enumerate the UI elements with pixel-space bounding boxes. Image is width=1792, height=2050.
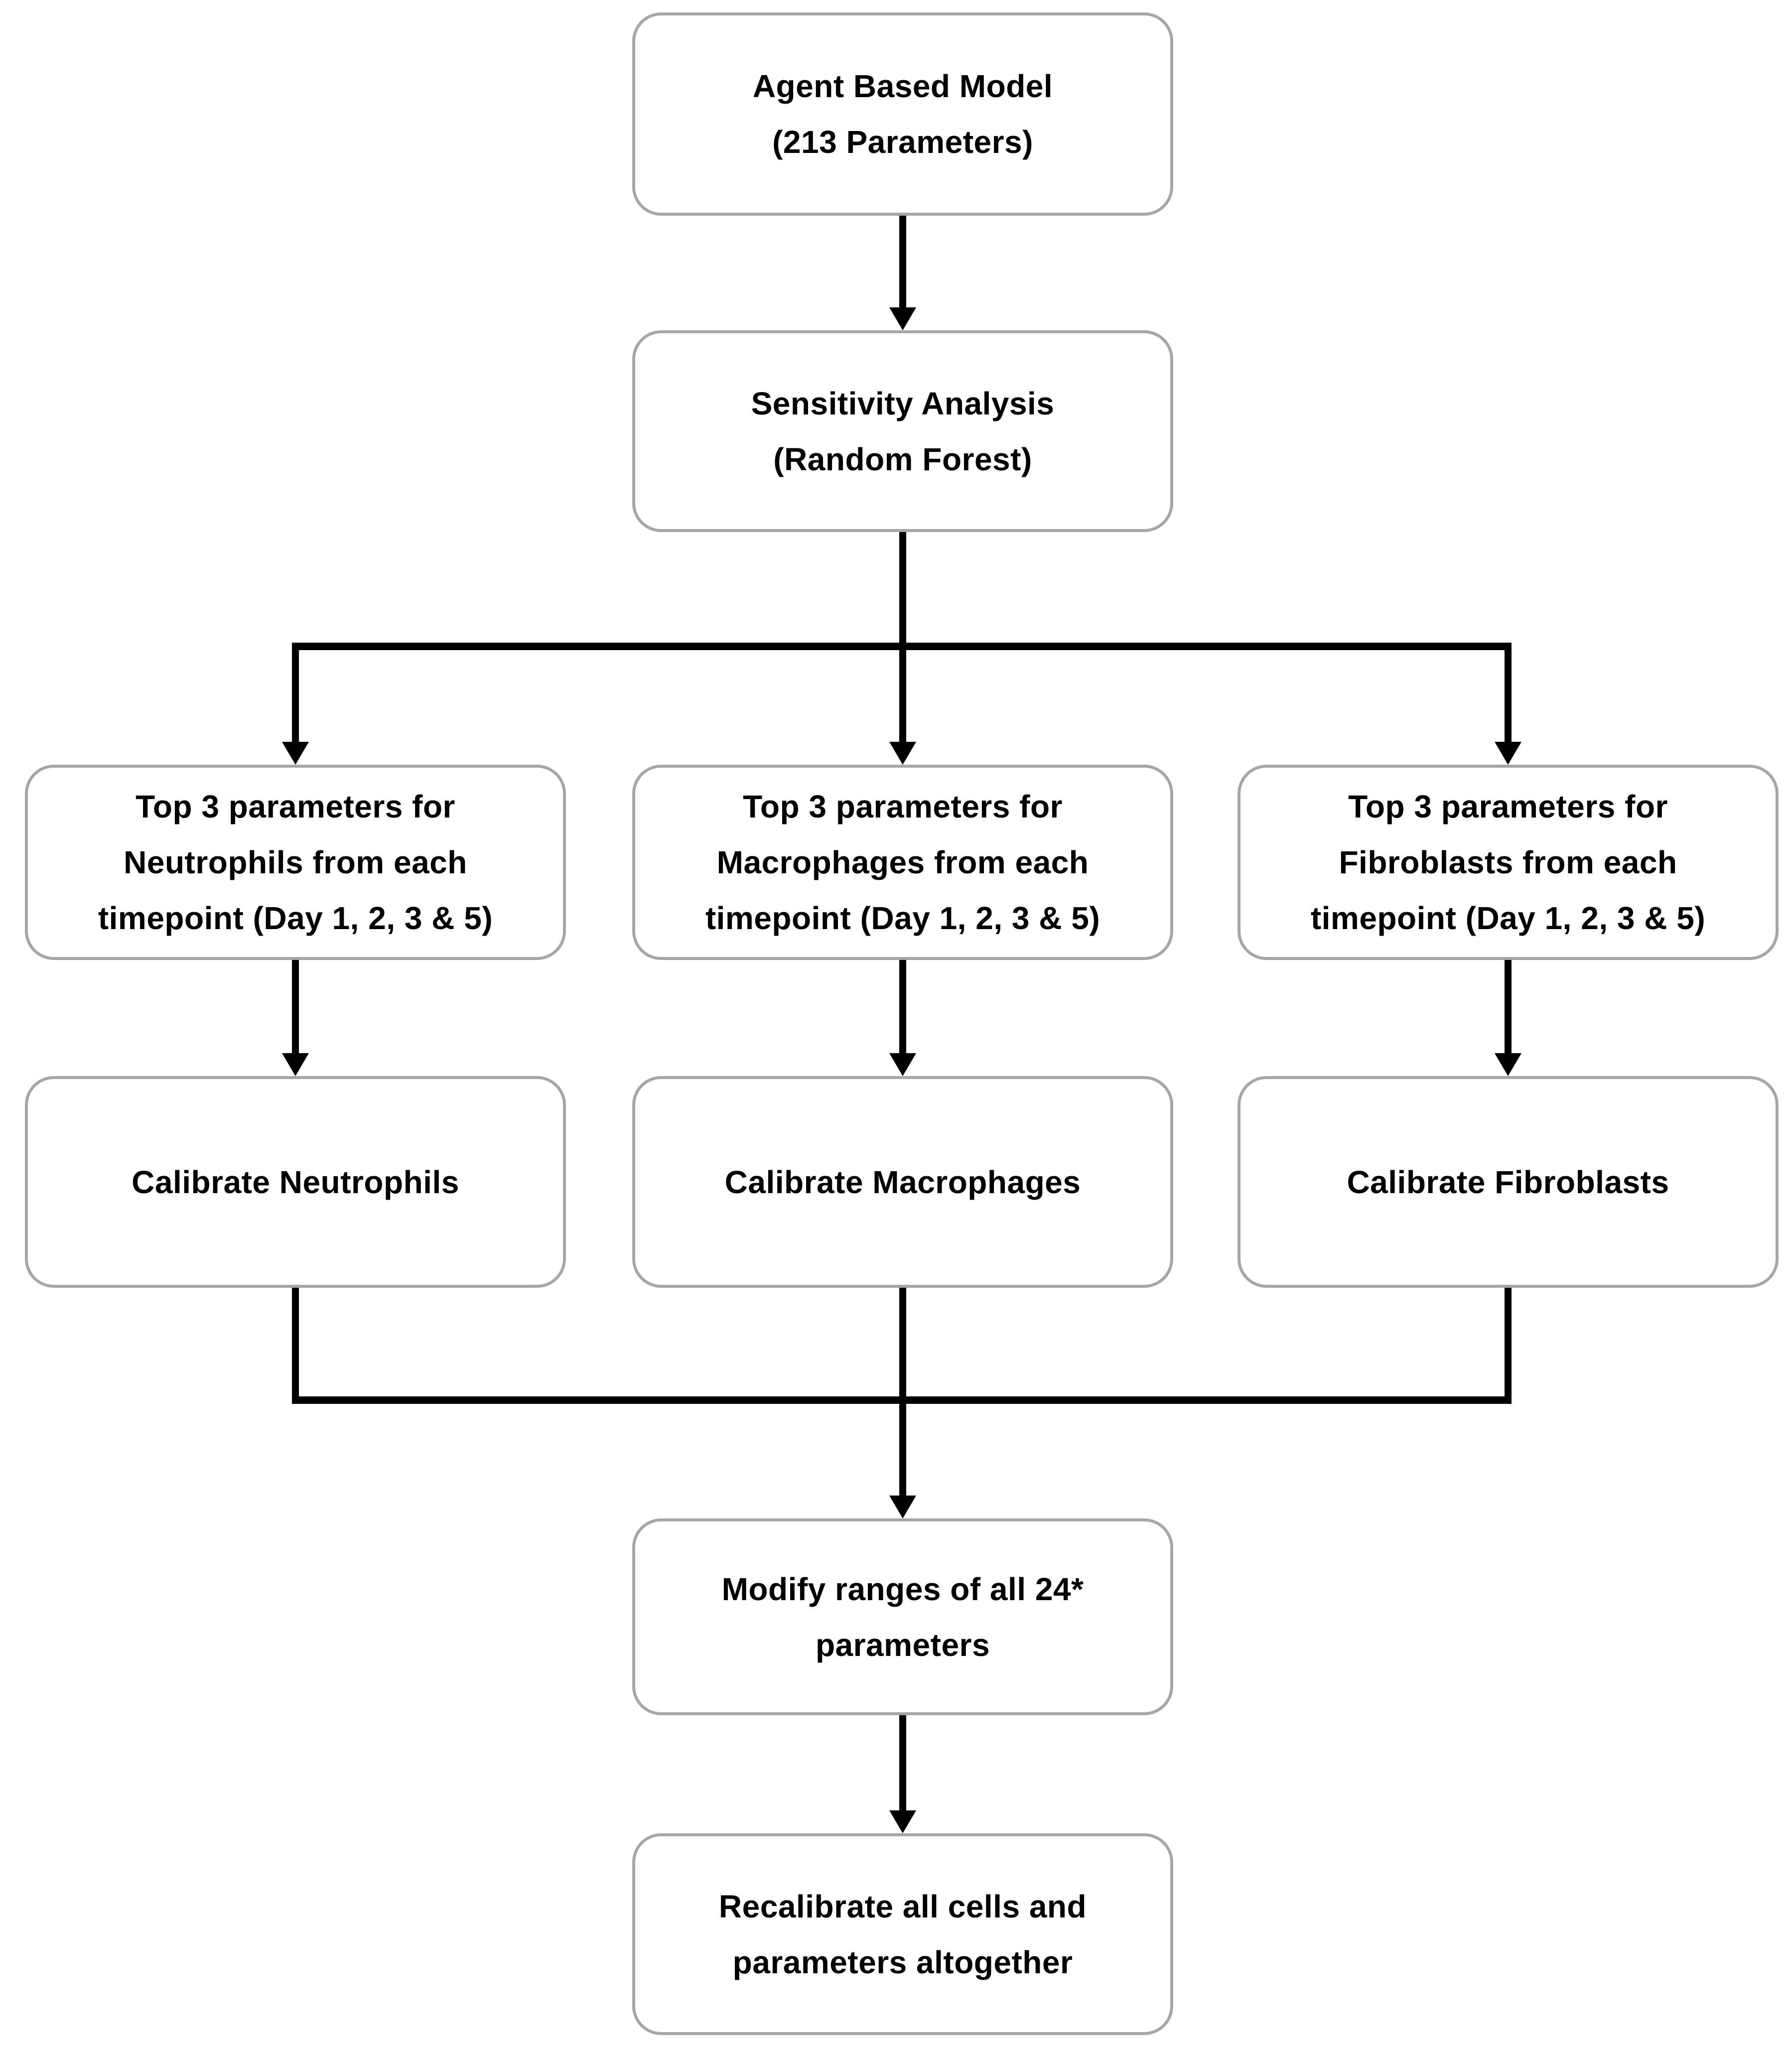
node-top3-parameters-fibroblasts-label: Top 3 parameters for Fibroblasts from ea… — [1310, 789, 1706, 936]
node-top3-parameters-macrophages-label: Top 3 parameters for Macrophages from ea… — [705, 789, 1101, 936]
arrowhead-down-icon — [889, 1053, 916, 1076]
node-top3-parameters-neutrophils: Top 3 parameters for Neutrophils from ea… — [25, 765, 566, 960]
node-modify-ranges-label: Modify ranges of all 24* parameters — [721, 1571, 1084, 1663]
arrowhead-down-icon — [889, 1810, 916, 1833]
node-calibrate-neutrophils: Calibrate Neutrophils — [25, 1076, 566, 1288]
connector-modify-to-recalibrate-shaft — [899, 1715, 906, 1813]
node-calibrate-macrophages-label: Calibrate Macrophages — [724, 1164, 1081, 1200]
arrowhead-down-icon — [889, 742, 916, 765]
node-top3-parameters-macrophages: Top 3 parameters for Macrophages from ea… — [632, 765, 1173, 960]
node-calibrate-neutrophils-label: Calibrate Neutrophils — [132, 1164, 459, 1200]
arrowhead-down-icon — [1495, 742, 1521, 765]
arrowhead-down-icon — [889, 1496, 916, 1518]
connector-calibrate-fibroblasts-to-merge-shaft — [1505, 1288, 1512, 1404]
connector-calibrate-macrophages-to-merge-shaft — [899, 1288, 906, 1404]
node-calibrate-macrophages: Calibrate Macrophages — [632, 1076, 1173, 1288]
branch-connector-line — [292, 643, 1512, 650]
arrowhead-down-icon — [282, 1053, 309, 1076]
connector-top3-to-calibrate-macrophages-shaft — [899, 960, 906, 1056]
arrowhead-down-icon — [282, 742, 309, 765]
node-calibrate-fibroblasts-label: Calibrate Fibroblasts — [1347, 1164, 1669, 1200]
connector-branch-to-neutrophils-shaft — [292, 648, 299, 745]
connector-agent-to-sensitivity-shaft — [899, 216, 906, 319]
node-top3-parameters-fibroblasts: Top 3 parameters for Fibroblasts from ea… — [1238, 765, 1779, 960]
connector-branch-to-macrophages-shaft — [899, 648, 906, 745]
node-sensitivity-analysis-label: Sensitivity Analysis (Random Forest) — [751, 385, 1055, 477]
node-recalibrate-all-label: Recalibrate all cells and parameters alt… — [718, 1888, 1087, 1980]
node-sensitivity-analysis: Sensitivity Analysis (Random Forest) — [632, 330, 1173, 532]
node-recalibrate-all: Recalibrate all cells and parameters alt… — [632, 1833, 1173, 2035]
node-modify-ranges: Modify ranges of all 24* parameters — [632, 1518, 1173, 1715]
node-top3-parameters-neutrophils-label: Top 3 parameters for Neutrophils from ea… — [98, 789, 493, 936]
node-agent-based-model: Agent Based Model (213 Parameters) — [632, 12, 1173, 216]
connector-merge-to-modify-shaft — [899, 1400, 906, 1497]
connector-top3-to-calibrate-neutrophils-shaft — [292, 960, 299, 1056]
node-agent-based-model-label: Agent Based Model (213 Parameters) — [752, 68, 1053, 160]
connector-branch-to-fibroblasts-shaft — [1505, 648, 1512, 745]
connector-calibrate-neutrophils-to-merge-shaft — [292, 1288, 299, 1404]
arrowhead-down-icon — [1495, 1053, 1521, 1076]
arrowhead-down-icon — [889, 307, 916, 330]
node-calibrate-fibroblasts: Calibrate Fibroblasts — [1238, 1076, 1779, 1288]
connector-top3-to-calibrate-fibroblasts-shaft — [1505, 960, 1512, 1056]
connector-sensitivity-to-branch-shaft — [899, 532, 906, 650]
